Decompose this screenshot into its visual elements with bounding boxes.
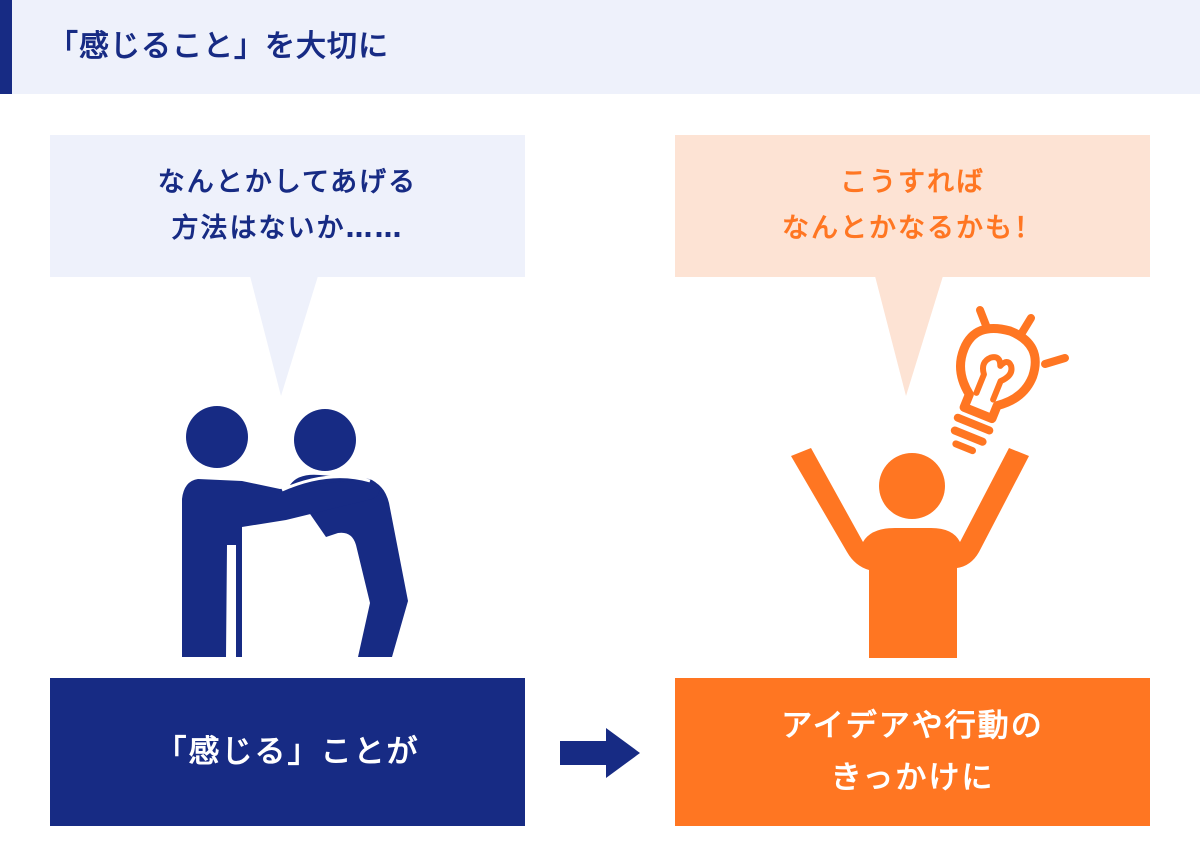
comforting-person-icon (182, 406, 380, 657)
left-bubble-line-2: 方法はないか…… (171, 213, 404, 244)
right-arrow-icon (560, 728, 640, 778)
comforted-person-icon (290, 409, 408, 657)
right-speech-bubble: こうすれば なんとかなるかも！ (675, 135, 1150, 277)
light-bulb-icon (950, 306, 1069, 455)
page-title: 「感じること」を大切に (48, 29, 389, 64)
right-caption-line-2: きっかけに (830, 760, 995, 796)
right-caption-box: アイデアや行動の きっかけに (675, 678, 1150, 826)
left-bubble-line-1: なんとかしてあげる (157, 167, 418, 198)
two-people-comforting-icon (182, 406, 408, 657)
left-caption-box: 「感じる」ことが (50, 678, 525, 826)
right-bubble-line-2: なんとかなるかも！ (782, 213, 1043, 244)
left-caption-line-1: 「感じる」ことが (155, 734, 420, 770)
left-bubble-tail (250, 276, 318, 396)
header-band: 「感じること」を大切に (0, 0, 1200, 94)
right-caption-line-1: アイデアや行動の (781, 708, 1044, 744)
person-arms-raised-icon (791, 448, 1029, 658)
left-speech-bubble: なんとかしてあげる 方法はないか…… (50, 135, 525, 277)
header-accent-bar (0, 0, 12, 94)
right-bubble-line-1: こうすれば (840, 167, 985, 198)
right-bubble-tail (875, 276, 943, 396)
